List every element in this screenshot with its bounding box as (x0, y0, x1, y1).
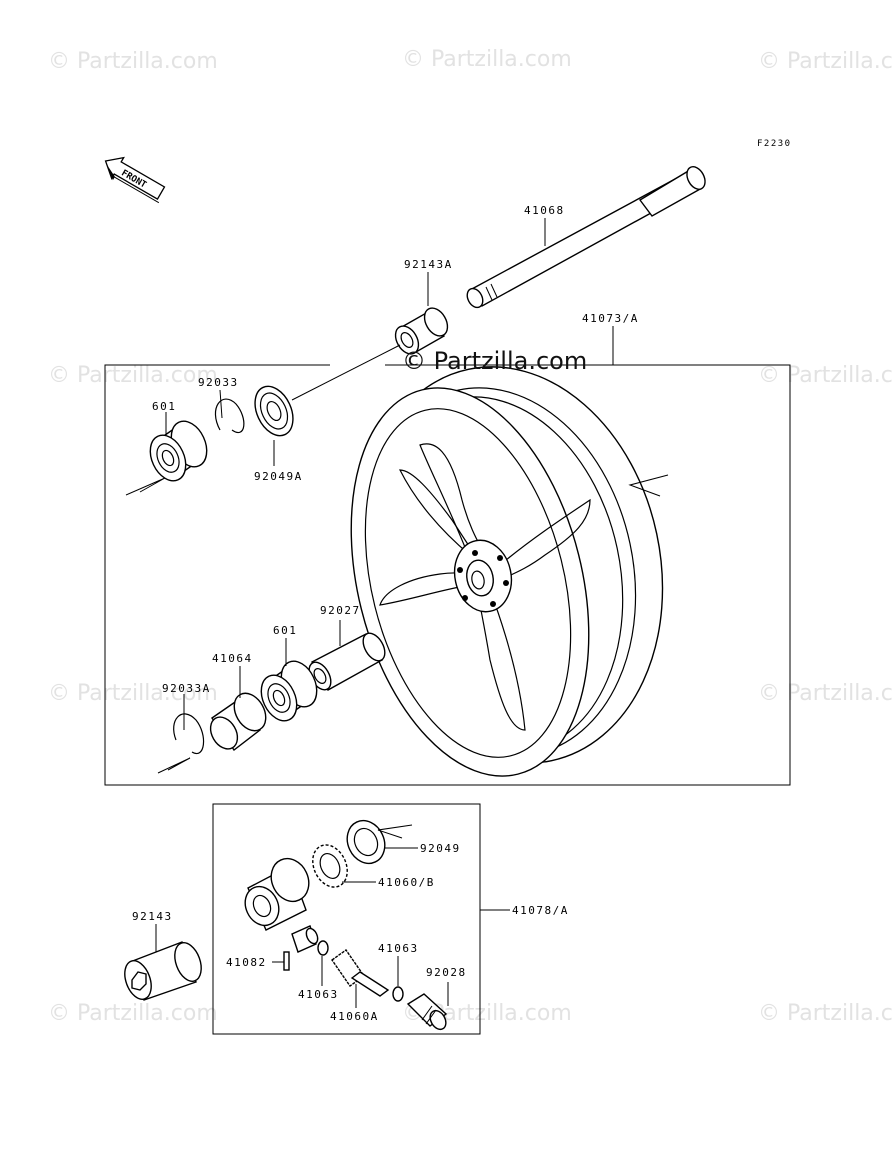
bearing-601-mid (260, 660, 318, 722)
watermark: © Partzilla.com (758, 681, 894, 706)
gearbox-cover-41064 (209, 692, 267, 752)
collar-top (394, 307, 449, 355)
washer-41063-right (392, 986, 404, 1002)
part-number-41064: 41064 (212, 652, 253, 665)
gear-housing (244, 857, 319, 953)
part-number-92049: 92049 (420, 842, 461, 855)
seal-92049 (346, 819, 386, 865)
axle (466, 166, 706, 309)
spacer-92027 (308, 632, 386, 691)
part-number-41063-left: 41063 (298, 988, 339, 1001)
watermark: © Partzilla.com (758, 49, 894, 74)
watermark: © Partzilla.com (402, 47, 572, 72)
part-number-41068: 41068 (524, 204, 565, 217)
part-number-92033: 92033 (198, 376, 239, 389)
part-number-41063-right: 41063 (378, 942, 419, 955)
front-arrow-icon: FRONT (104, 156, 166, 204)
part-number-601-mid: 601 (273, 624, 297, 637)
watermark: © Partzilla.com (48, 363, 218, 388)
watermark: © Partzilla.com (48, 49, 218, 74)
drive-gear-41060B (312, 844, 348, 888)
bushing-92028 (406, 993, 448, 1031)
front-wheel (350, 366, 664, 777)
circlip-92033 (214, 398, 245, 433)
figure-code: F2230 (757, 139, 792, 149)
part-number-92033A: 92033A (162, 682, 211, 695)
speedometer-gear-box (212, 803, 481, 1035)
watermark: © Partzilla.com (758, 1001, 894, 1026)
part-number-92027: 92027 (320, 604, 361, 617)
part-number-92143A: 92143A (404, 258, 453, 271)
part-number-41073A: 41073/A (582, 312, 639, 325)
watermark: © Partzilla.com (758, 363, 894, 388)
part-number-41078A: 41078/A (512, 904, 569, 917)
circlip-92033A (173, 713, 205, 755)
part-number-41060B: 41060/B (378, 876, 435, 889)
watermarks: © Partzilla.com © Partzilla.com © Partzi… (48, 47, 894, 1026)
part-number-41060A: 41060A (330, 1010, 379, 1023)
part-number-92028: 92028 (426, 966, 467, 979)
part-number-601-top: 601 (152, 400, 176, 413)
bearing-601-top (149, 420, 208, 482)
part-number-92049A: 92049A (254, 470, 303, 483)
seal-92049A (254, 385, 294, 437)
pin-41082 (283, 951, 290, 971)
pinion-gear-41060A (331, 949, 390, 997)
washer-41063-left (317, 940, 329, 956)
wheel-assembly-box (104, 364, 791, 786)
watermark-center: © Partzilla.com (402, 347, 587, 375)
part-number-92143: 92143 (132, 910, 173, 923)
watermark: © Partzilla.com (48, 681, 218, 706)
watermark: © Partzilla.com (48, 1001, 218, 1026)
part-number-41082: 41082 (226, 956, 267, 969)
collar-92143 (124, 941, 202, 1001)
